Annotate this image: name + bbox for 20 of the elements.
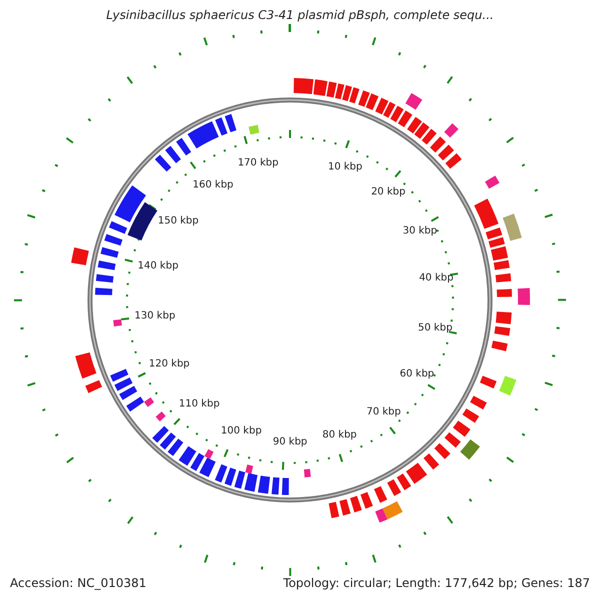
scale-label: 80 kbp	[322, 430, 357, 441]
scale-label: 140 kbp	[138, 260, 178, 272]
scale-label: 160 kbp	[192, 179, 234, 190]
sequence-info-text: Topology: circular; Length: 177,642 bp; Genes: 187	[283, 576, 590, 590]
accession-text: Accession: NC_010381	[10, 576, 146, 590]
scale-label: 20 kbp	[371, 186, 406, 198]
scale-label: 100 kbp	[220, 426, 262, 437]
scale-label: 10 kbp	[328, 161, 362, 172]
scale-label: 40 kbp	[419, 272, 454, 284]
scale-label: 60 kbp	[400, 368, 434, 380]
scale-label: 170 kbp	[238, 158, 278, 169]
scale-label: 30 kbp	[402, 225, 438, 236]
title: Lysinibacillus sphaericus C3-41 plasmid pBsph, complete sequ...	[105, 8, 495, 22]
scale-label: 50 kbp	[418, 322, 452, 334]
scale-label: 120 kbp	[148, 358, 190, 370]
scale-label: 90 kbp	[272, 436, 308, 448]
scale-label: 150 kbp	[158, 215, 199, 226]
scale-label: 110 kbp	[178, 398, 220, 410]
scale-label: 130 kbp	[134, 310, 176, 322]
scale-label: 70 kbp	[366, 406, 401, 418]
